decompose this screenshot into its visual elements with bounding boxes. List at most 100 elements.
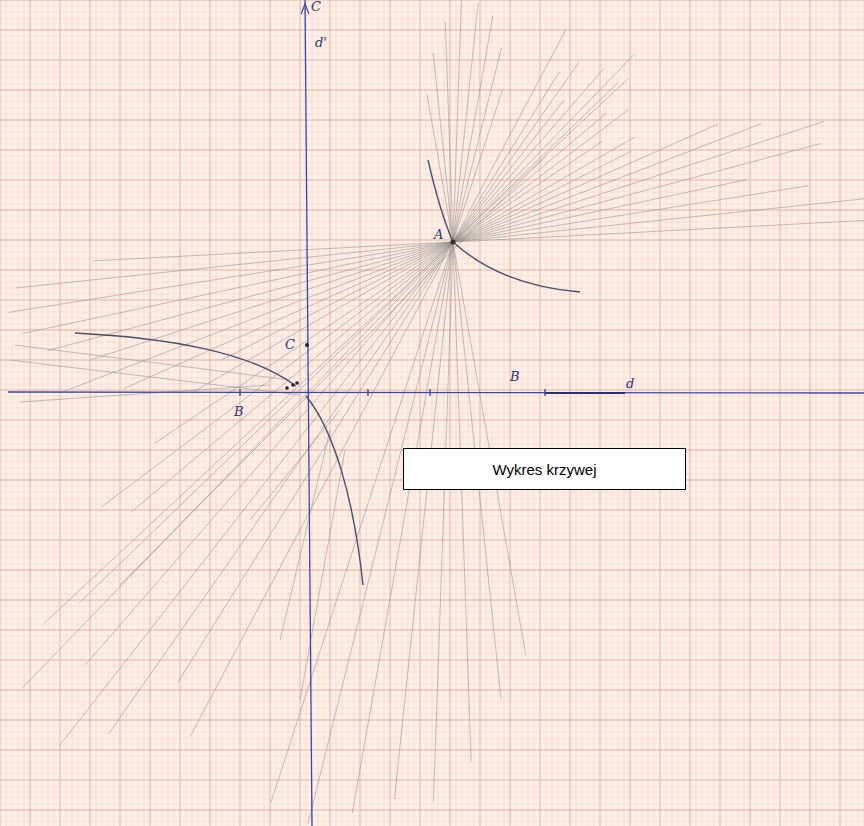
grid-line (0, 288, 864, 289)
pencil-line (190, 30, 566, 736)
origin-dot (295, 381, 299, 385)
pencil-line (433, 53, 501, 699)
grid-line (0, 624, 864, 625)
grid-line (0, 414, 864, 415)
grid-line (0, 630, 864, 631)
grid-line (0, 84, 864, 85)
grid-line (0, 336, 864, 337)
grid-line (0, 594, 864, 595)
curve-branch (428, 160, 453, 242)
grid-line (0, 492, 864, 493)
pencil-line (59, 100, 564, 746)
origin-dot (285, 386, 289, 390)
point-label: A (434, 228, 443, 241)
grid-line (0, 690, 864, 691)
grid-line (0, 432, 864, 433)
grid-line (0, 192, 864, 193)
grid-line (0, 504, 864, 505)
grid-line (0, 648, 864, 649)
grid-line (0, 606, 864, 607)
pencil-line (22, 55, 633, 688)
grid-line (0, 408, 864, 409)
grid-line (0, 582, 864, 583)
grid-line (0, 114, 864, 115)
grid-line (0, 426, 864, 427)
pencil-line (193, 137, 635, 392)
grid-line (0, 822, 864, 823)
axis-arrow (301, 4, 309, 14)
grid-line (0, 378, 864, 379)
pencil-line (9, 186, 809, 313)
grid-line (0, 120, 864, 121)
grid-line (0, 348, 864, 349)
grid-line (0, 234, 864, 235)
grid-line (0, 204, 864, 205)
grid-line (0, 516, 864, 517)
axis-tick (367, 389, 368, 396)
pencil-line (155, 141, 603, 443)
grid-line (0, 672, 864, 673)
grid-line (0, 522, 864, 523)
grid-line (0, 534, 864, 535)
grid-line (0, 156, 864, 157)
grid-line (0, 438, 864, 439)
pencil-line (352, 15, 493, 813)
pencil-line (427, 94, 526, 655)
grid-line (0, 6, 864, 7)
grid-line (0, 396, 864, 397)
point-label: C (285, 338, 295, 351)
grid-line (0, 342, 864, 343)
grid-line (0, 132, 864, 133)
grid-line (0, 312, 864, 313)
pencil-line (15, 345, 290, 380)
y-axis (305, 0, 312, 826)
axis-tick (239, 389, 240, 396)
grid-line (0, 618, 864, 619)
grid-line (0, 372, 864, 373)
grid-line (0, 678, 864, 679)
pencil-lines (9, 0, 864, 824)
curve (75, 160, 580, 585)
pencil-line (250, 410, 340, 520)
grid-line (0, 762, 864, 763)
grid-line (0, 792, 864, 793)
grid-line (0, 240, 864, 241)
grid-line (0, 36, 864, 37)
grid-line (0, 216, 864, 217)
grid-line (0, 402, 864, 403)
grid-line (0, 30, 864, 31)
grid-line (0, 744, 864, 745)
grid-line (0, 546, 864, 547)
pencil-line (93, 219, 864, 261)
grid-line (0, 588, 864, 589)
grid-line (0, 552, 864, 553)
grid-line (0, 558, 864, 559)
grid-line (0, 72, 864, 73)
grid-line (0, 498, 864, 499)
grid-line (0, 390, 864, 391)
grid-line (0, 726, 864, 727)
grid-line (0, 420, 864, 421)
grid-line (0, 222, 864, 223)
grid-line (0, 54, 864, 55)
grid-line (0, 600, 864, 601)
grid-line (0, 738, 864, 739)
curve-branch (453, 242, 580, 292)
point-c (305, 343, 309, 347)
grid-line (0, 24, 864, 25)
grid-line (0, 60, 864, 61)
grid-line (0, 720, 864, 721)
grid-line (0, 210, 864, 211)
grid-line (0, 756, 864, 757)
pencil-line (61, 124, 761, 393)
point-label: C (311, 0, 321, 13)
point-label: d' (315, 36, 327, 49)
grid-line (0, 564, 864, 565)
grid-line (0, 324, 864, 325)
pencil-line (109, 62, 579, 734)
grid-line (0, 42, 864, 43)
grid-line (0, 144, 864, 145)
point-label: B (510, 370, 520, 383)
